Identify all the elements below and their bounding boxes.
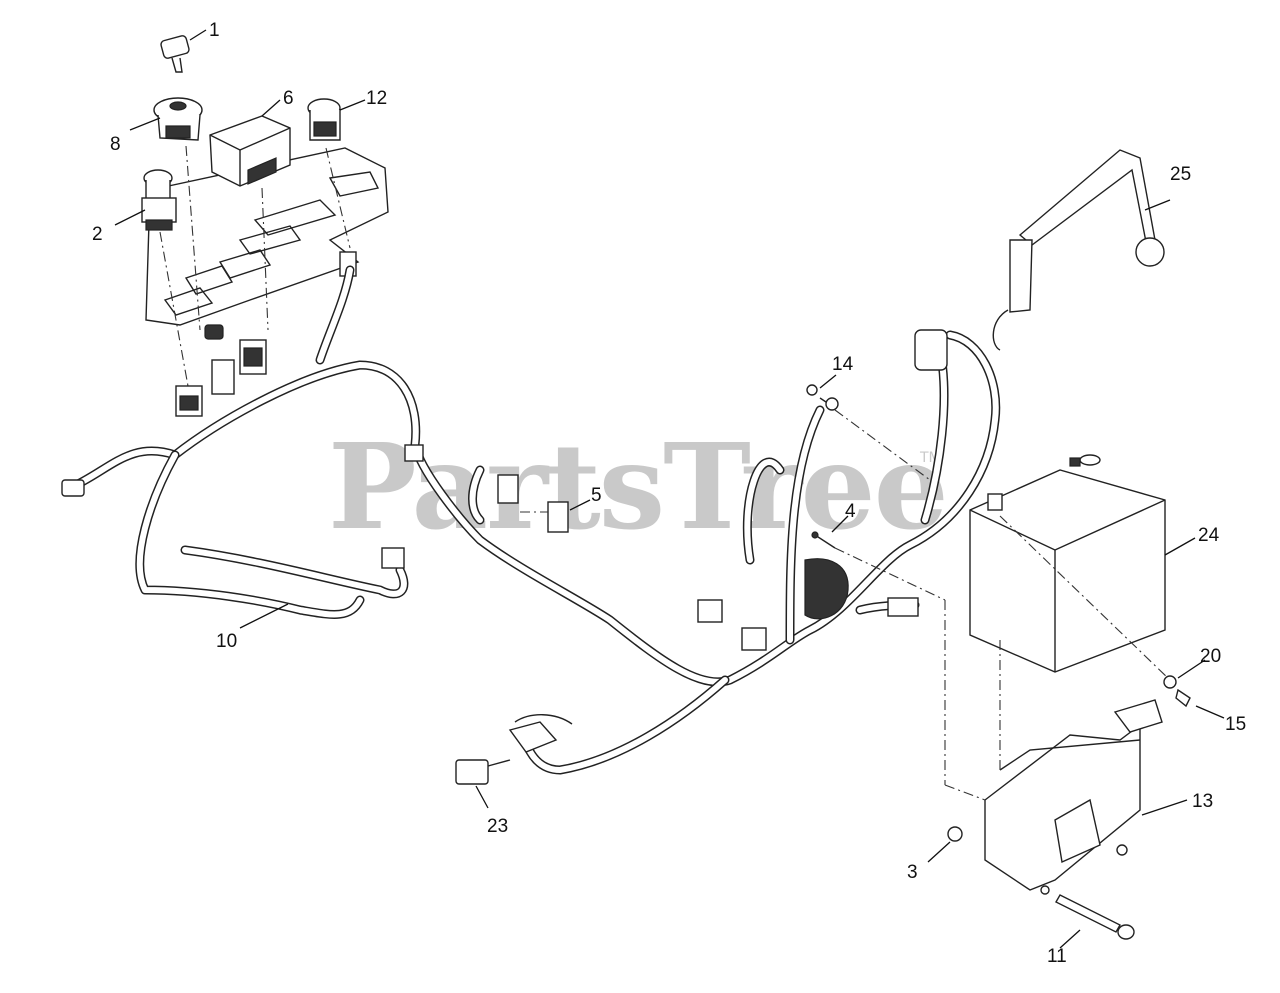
- callout-5: 5: [591, 485, 602, 506]
- terminal-hardware: [1163, 675, 1191, 708]
- callout-25: 25: [1170, 164, 1191, 185]
- battery-strap: [992, 149, 1165, 351]
- leader-lines: [114, 29, 1225, 949]
- callout-14: 14: [832, 354, 854, 375]
- callout-4: 4: [845, 501, 856, 522]
- callout-3: 3: [907, 862, 918, 883]
- terminal-bolts: [806, 384, 946, 601]
- push-switch: [141, 169, 189, 387]
- callout-6: 6: [283, 88, 294, 109]
- sensor-switch: [520, 501, 569, 533]
- control-panel-plate: [145, 147, 389, 326]
- callout-12: 12: [366, 88, 387, 109]
- battery-tray: [944, 600, 1163, 895]
- ignition-key: [160, 35, 224, 340]
- callout-20: 20: [1200, 646, 1221, 667]
- callout-1: 1: [209, 20, 220, 41]
- carriage-bolt: [1055, 894, 1135, 940]
- callout-8: 8: [110, 134, 121, 155]
- callout-13: 13: [1192, 791, 1213, 812]
- callout-15: 15: [1225, 714, 1246, 735]
- callout-2: 2: [92, 224, 103, 245]
- flange-nut: [947, 826, 963, 842]
- seat-switch: [455, 714, 573, 785]
- pto-switch: [307, 98, 351, 249]
- callout-11: 11: [1047, 946, 1067, 967]
- callout-23: 23: [487, 816, 508, 837]
- battery: [969, 454, 1171, 681]
- callout-24: 24: [1198, 525, 1220, 546]
- callout-10: 10: [216, 631, 237, 652]
- panel-connectors: [175, 251, 357, 417]
- callout-labels: 1 2 3 4 5 6 8 10 11 12 13 14 15 20 23 24…: [92, 20, 1246, 967]
- wiring-harness: [61, 265, 1001, 775]
- ignition-switch: [153, 97, 203, 331]
- watermark-text: PartsTree: [328, 417, 947, 556]
